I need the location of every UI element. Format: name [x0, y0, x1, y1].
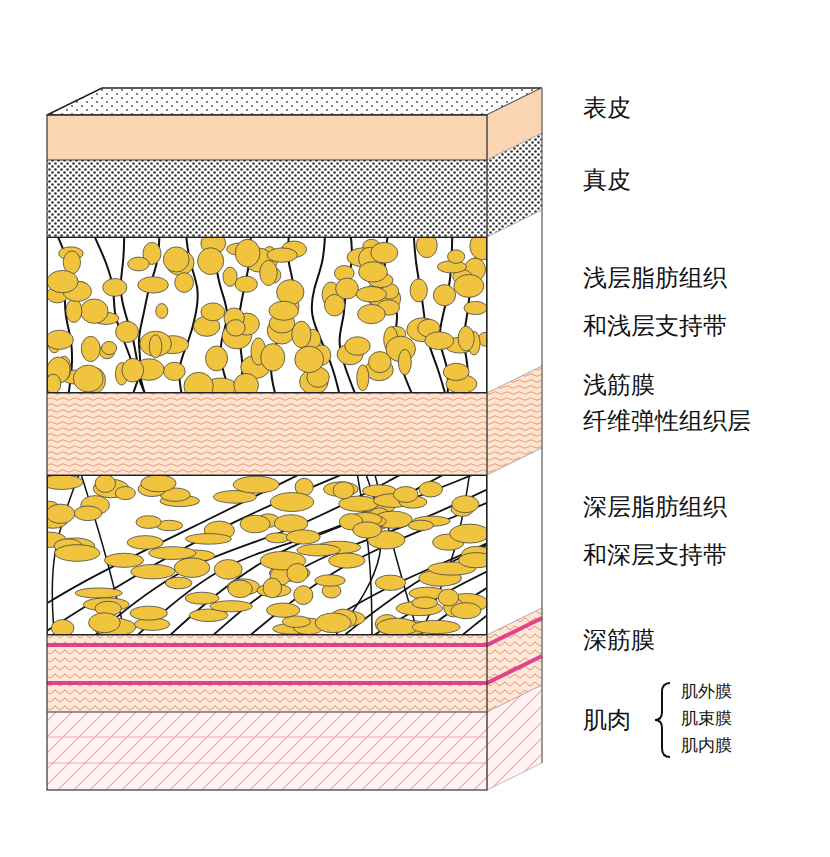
- shallow-fat-layer-side: [487, 210, 542, 393]
- layer-border: [47, 475, 487, 476]
- deep-fat-layer: [47, 475, 487, 635]
- layer-border: [47, 237, 487, 238]
- epidermis-layer: [47, 115, 487, 160]
- sublayer-label: 肌内膜: [681, 733, 801, 757]
- deep-fascia-band: [47, 656, 542, 683]
- sublayer-label: 肌外膜: [681, 679, 801, 703]
- superficial-fascia-layer: [47, 393, 487, 475]
- layer-label: 深筋膜: [583, 622, 808, 658]
- layer-border: [47, 160, 487, 161]
- muscle-line: [47, 763, 487, 764]
- curly-bracket: [655, 683, 670, 757]
- deep-fat-layer-side: [487, 448, 542, 635]
- layer-border: [47, 635, 487, 636]
- layer-label: 浅筋膜 纤维弹性组织层: [583, 367, 808, 439]
- layer-label: 表皮: [583, 90, 808, 126]
- block-outline: [47, 115, 487, 790]
- deep-fascia-band: [47, 618, 542, 645]
- shallow-fat-lobules: [47, 237, 487, 393]
- top-face: [47, 88, 542, 115]
- muscle-layer-side: [487, 685, 542, 790]
- muscle-line: [47, 737, 487, 738]
- sublayer-label: 肌束膜: [681, 706, 801, 730]
- layer-label: 深层脂肪组织 和深层支持带: [583, 483, 808, 579]
- deep-fat-lobules: [47, 475, 487, 635]
- dermis-layer: [47, 160, 487, 237]
- layer-border: [47, 712, 487, 713]
- layer-label: 浅层脂肪组织 和浅层支持带: [583, 254, 808, 350]
- block-edge: [542, 88, 543, 763]
- layer-label: 真皮: [583, 162, 808, 198]
- layer-border: [47, 393, 487, 394]
- shallow-fat-layer: [47, 237, 487, 393]
- muscle-layer: [47, 712, 487, 790]
